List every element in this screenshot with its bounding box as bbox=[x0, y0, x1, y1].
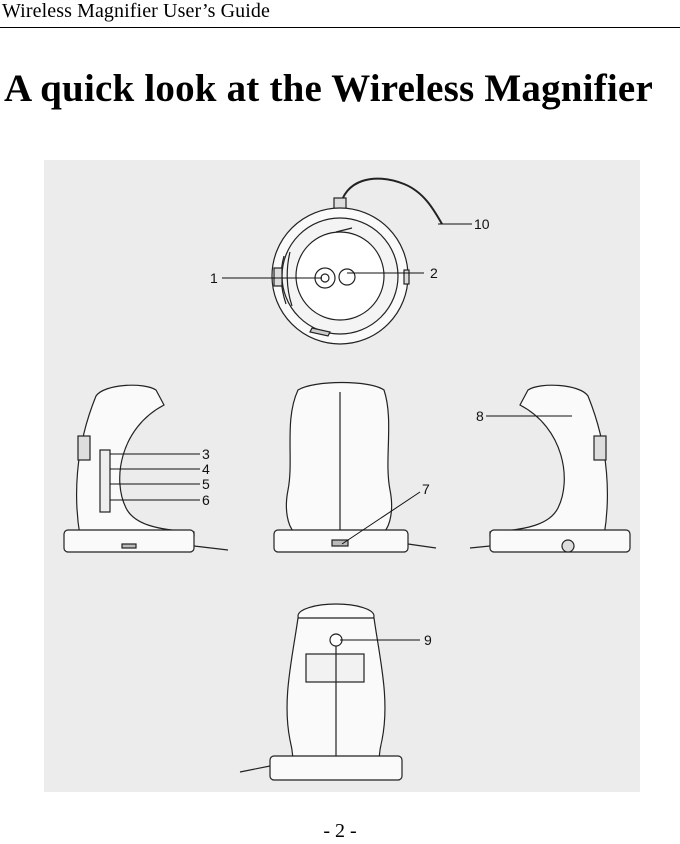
callout-3: 3 bbox=[202, 446, 210, 462]
left-side-view bbox=[63, 384, 229, 553]
device-diagram-svg: 1 2 3 4 5 6 7 8 9 10 bbox=[63, 177, 631, 781]
callout-7-line bbox=[341, 491, 421, 545]
page-number: - 2 - bbox=[323, 820, 357, 842]
header-rule bbox=[0, 27, 680, 28]
callout-9: 9 bbox=[424, 632, 432, 648]
callout-2: 2 bbox=[430, 265, 438, 281]
callout-7: 7 bbox=[422, 481, 430, 497]
right-side-view bbox=[469, 384, 631, 553]
top-view bbox=[271, 177, 443, 345]
front-view bbox=[273, 381, 437, 553]
callout-6: 6 bbox=[202, 492, 210, 508]
device-diagram: 1 2 3 4 5 6 7 8 9 10 bbox=[44, 160, 640, 792]
back-view bbox=[239, 603, 403, 781]
callout-5: 5 bbox=[202, 476, 210, 492]
running-header: Wireless Magnifier User’s Guide bbox=[2, 0, 270, 22]
page-title: A quick look at the Wireless Magnifier bbox=[4, 67, 653, 110]
callout-1: 1 bbox=[210, 270, 218, 286]
callout-4: 4 bbox=[202, 461, 210, 477]
callout-8: 8 bbox=[476, 408, 484, 424]
callout-10: 10 bbox=[474, 216, 490, 232]
